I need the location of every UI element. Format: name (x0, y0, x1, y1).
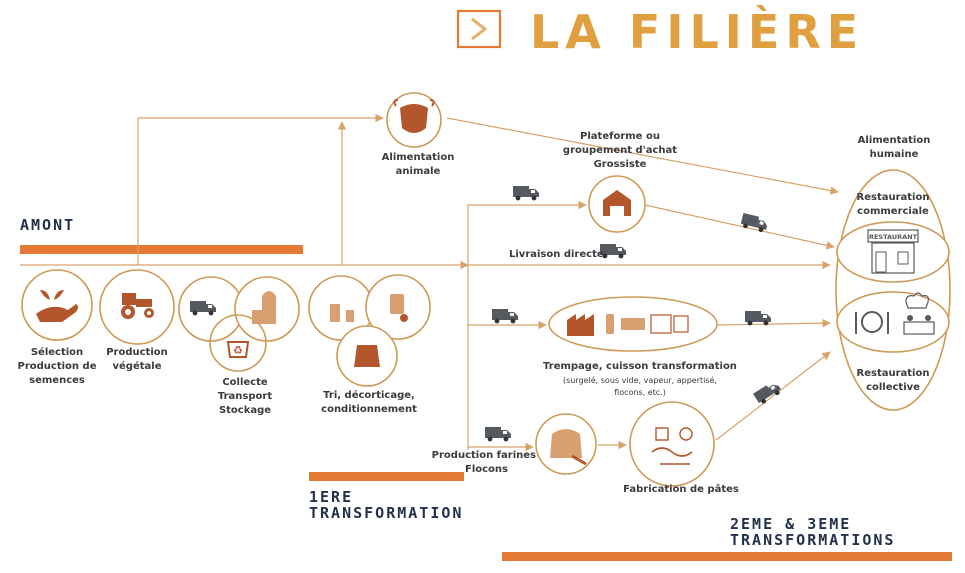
truck-icon-collective (745, 311, 771, 326)
package-icon (650, 314, 689, 334)
restaurant-icon: RESTAURANT (867, 229, 919, 274)
section-amont: AMONT (20, 216, 75, 234)
pasta-icon (651, 427, 693, 465)
sack-icon (354, 345, 380, 367)
page-title: LA FILIÈRE (530, 5, 864, 59)
truck-icon-trempage (492, 309, 518, 324)
cutlery-icon (855, 311, 889, 334)
section-first-transformation-line1: 1ERE (309, 488, 353, 506)
cow-icon (393, 99, 435, 133)
second-transformation-bar (502, 552, 952, 561)
truck-icon-commerciale (740, 212, 769, 234)
title-chevron-icon (456, 9, 502, 49)
recycle-icon: ♻ (226, 341, 250, 358)
label-livraison-directe: Livraison directe (509, 249, 604, 260)
flour-bag-icon (550, 429, 587, 466)
factory-icon (567, 314, 594, 336)
truck-icon-livraison (600, 244, 626, 259)
warehouse-icon (603, 190, 631, 216)
svg-text:Trempage, cuisson transformati: Trempage, cuisson transformation (543, 361, 737, 372)
section-second-transformation-line2: TRANSFORMATIONS (730, 531, 895, 549)
svg-text:RESTAURANT: RESTAURANT (869, 233, 918, 241)
chef-hat-icon (905, 292, 929, 309)
svg-text:Tri, décorticage,conditionneme: Tri, décorticage,conditionnement (321, 389, 417, 415)
truck-icon-plateforme (513, 186, 539, 201)
amont-bar (20, 245, 303, 254)
flow-lines (20, 113, 839, 452)
section-second-transformation-line1: 2EME & 3EME (730, 515, 851, 533)
jar-icon (606, 314, 614, 334)
diners-icon (903, 315, 935, 335)
svg-text:(surgelé, sous vide, vapeur, a: (surgelé, sous vide, vapeur, appertisé,f… (563, 375, 717, 397)
node-tri: Tri, décorticage,conditionnement (308, 274, 431, 415)
svg-text:♻: ♻ (233, 344, 243, 357)
grain-bag-icon (390, 294, 408, 322)
section-first-transformation-line2: TRANSFORMATION (309, 504, 463, 522)
tractor-icon (121, 293, 154, 319)
seed-hand-icon (36, 290, 78, 322)
silo-icon (252, 291, 276, 324)
truck-icon-farines (485, 427, 511, 442)
node-fabrication-pates: Fabrication de pâtes (623, 401, 739, 495)
tray-icon (621, 318, 645, 330)
lab-equipment-icon (330, 304, 354, 322)
first-transformation-bar (309, 472, 464, 481)
svg-text:Fabrication de pâtes: Fabrication de pâtes (623, 483, 739, 495)
node-trempage: Trempage, cuisson transformation (surgel… (543, 296, 737, 397)
truck-icon-pates (753, 379, 783, 406)
